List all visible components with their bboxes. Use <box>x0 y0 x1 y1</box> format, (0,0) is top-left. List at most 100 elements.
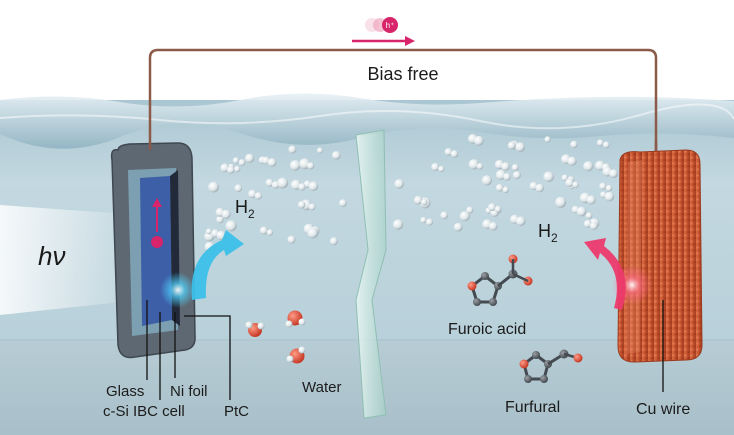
h2-bubble <box>421 199 428 206</box>
h2-bubble <box>238 159 246 166</box>
light-beam <box>0 205 140 315</box>
leader-lines <box>146 300 664 400</box>
furoic-acid-molecule <box>467 254 533 306</box>
h2-bubble <box>596 139 604 147</box>
h2-bubble <box>248 189 257 199</box>
h2-evolution-arrow-left <box>191 230 244 300</box>
h2-bubble <box>453 222 463 232</box>
h2-bubble <box>495 184 504 192</box>
h2-bubble <box>459 211 470 222</box>
h2-bubble <box>511 164 519 171</box>
label-ni-foil: Ni foil <box>170 383 208 400</box>
h2-bubble <box>205 228 212 235</box>
h2-bubble <box>481 175 492 186</box>
h2-bubble <box>488 221 498 231</box>
h2-bubble <box>339 199 347 208</box>
water-molecules <box>245 310 306 364</box>
h2-bubble <box>586 195 596 205</box>
furfural-molecule <box>519 349 583 383</box>
h2-bubble <box>233 165 241 173</box>
h2-bubble <box>507 141 516 150</box>
h2-bubble <box>288 145 297 154</box>
h2-bubble <box>503 173 511 181</box>
h2-bubble <box>604 191 615 202</box>
h2-bubble <box>438 165 445 173</box>
h2-bubble <box>254 192 263 200</box>
h2-bubble <box>440 211 449 220</box>
h2-bubble <box>216 215 224 224</box>
h2-bubble <box>544 136 551 143</box>
h2-bubble <box>583 161 594 172</box>
h2-bubble <box>567 156 577 166</box>
h2-bubble <box>561 174 569 181</box>
h2-bubble <box>444 148 453 156</box>
h2-bubble <box>289 160 301 171</box>
h2-bubble <box>450 150 459 158</box>
h2-bubble <box>515 142 525 153</box>
label-ptc: PtC <box>224 403 249 420</box>
h2-bubble <box>555 196 567 208</box>
h2-bubble <box>420 217 427 224</box>
h2-bubble <box>576 206 587 217</box>
bias-free-label: Bias free <box>367 64 438 84</box>
h2-bubble <box>234 184 243 192</box>
h2-bubble <box>589 221 598 230</box>
h2-bubble <box>570 140 578 149</box>
h2-bubble <box>599 182 607 190</box>
h2-bubble <box>501 162 510 171</box>
h2-bubble <box>535 183 544 193</box>
h2-bubble <box>308 181 319 191</box>
label-cu-wire: Cu wire <box>636 401 690 418</box>
h2-bubble <box>605 184 613 192</box>
h2-bubble <box>297 201 306 209</box>
h2-bubble <box>277 177 289 189</box>
h2-bubble <box>307 227 319 239</box>
h2-bubble <box>332 151 341 160</box>
water-surface <box>0 93 734 149</box>
h2-bubble <box>298 183 306 191</box>
h2-bubble <box>425 218 434 226</box>
h2-bubble <box>466 206 474 214</box>
left-h2-label: H2 <box>235 197 255 221</box>
left-h2-sub: 2 <box>248 207 255 221</box>
label-furoic-acid: Furoic acid <box>448 321 526 338</box>
h2-bubble <box>413 195 423 205</box>
current-arrow: h⁺ <box>352 17 415 46</box>
h2-bubbles <box>204 134 618 255</box>
right-h2-label: H2 <box>538 221 558 245</box>
h2-bubble <box>259 226 268 235</box>
h2-bubble <box>287 235 296 244</box>
h2-bubble <box>266 229 274 236</box>
h2-bubble <box>572 181 579 188</box>
label-water: Water <box>302 379 341 396</box>
h2-bubble <box>245 153 255 163</box>
right-h2-base: H <box>538 221 551 241</box>
h2-bubble <box>227 166 235 174</box>
h2-bubble <box>431 163 440 171</box>
label-glass: Glass <box>106 383 144 400</box>
h2-bubble <box>307 162 315 170</box>
h2-evolution-arrow-right <box>584 238 626 310</box>
left-h2-base: H <box>235 197 248 217</box>
right-h2-sub: 2 <box>551 231 558 245</box>
h2-bubble <box>502 186 510 194</box>
h2-bubble <box>394 179 405 189</box>
h2-bubble <box>609 169 618 179</box>
h2-bubble <box>221 209 231 219</box>
h2-bubble <box>585 212 593 219</box>
h2-bubble <box>512 171 521 180</box>
h2-bubble <box>488 203 496 212</box>
photoelectrode-device <box>110 140 196 359</box>
cu-wire-electrode <box>612 140 703 363</box>
h2-bubble <box>392 219 404 230</box>
h2-bubble <box>476 163 484 170</box>
h2-bubble <box>329 237 338 246</box>
label-csi-ibc-cell: c-Si IBC cell <box>103 403 185 420</box>
h2-bubble <box>494 205 502 213</box>
h2-bubble <box>220 163 230 173</box>
h2-bubble <box>515 216 526 226</box>
h2-bubble <box>602 141 610 149</box>
h2-bubble <box>473 135 484 146</box>
light-label: hν <box>38 241 65 271</box>
h2-bubble <box>317 147 323 154</box>
